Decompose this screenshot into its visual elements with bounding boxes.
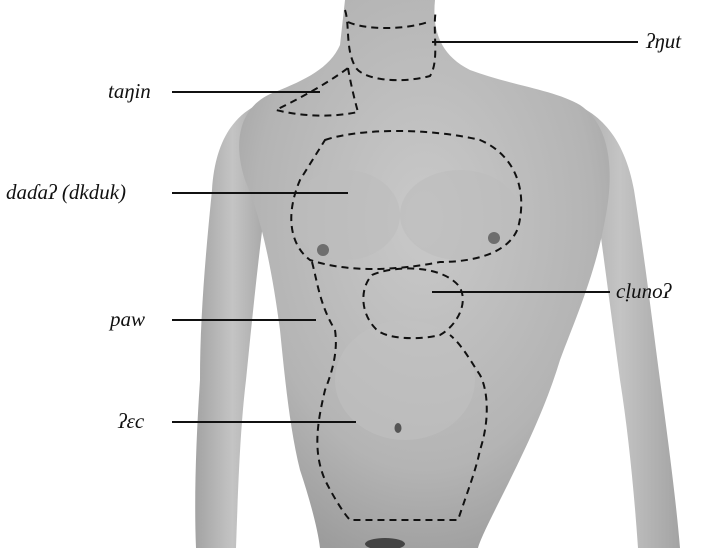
body-silhouette: [195, 0, 680, 548]
belly-label: ʔɛc: [117, 409, 145, 433]
right-nipple: [488, 232, 500, 244]
navel: [395, 423, 402, 433]
neck-label: ʔŋut: [645, 29, 682, 53]
side-label: paw: [108, 307, 145, 331]
shoulder-label: taŋin: [108, 79, 151, 103]
left-pec-shade: [290, 170, 400, 260]
upper-abdomen-label: cḷunoʔ: [616, 279, 673, 303]
chest-label: daɗaʔ (dkduk): [6, 180, 126, 204]
left-nipple: [317, 244, 329, 256]
right-pec-shade: [400, 170, 520, 260]
torso: [239, 0, 610, 548]
